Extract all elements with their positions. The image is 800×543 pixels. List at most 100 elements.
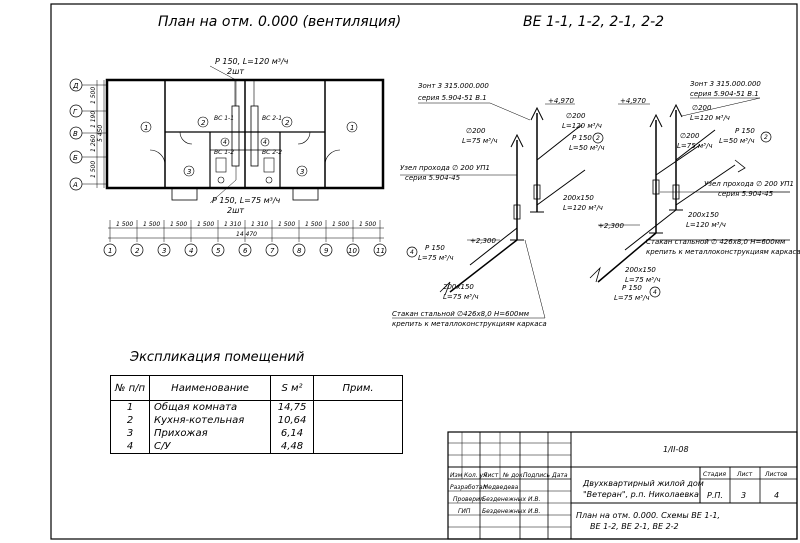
- stamp-col-header: Кол. уч: [464, 472, 487, 479]
- row-dim: 1 500: [90, 87, 97, 104]
- stamp-role: Проверил: [453, 496, 484, 503]
- duct-size-label: 200x150: [563, 194, 594, 202]
- col-dim: 1 500: [170, 221, 187, 228]
- scheme-left: [392, 102, 604, 319]
- plan-labels: Д Г В Б А 1 500 1 190 1 260 1 500 5 450 …: [72, 57, 385, 255]
- axis-col-label: 5: [216, 247, 221, 255]
- col-header: Прим.: [313, 375, 404, 401]
- table-row: 1 Общая комната 14,75: [109, 400, 404, 414]
- axis-col-label: 9: [324, 247, 329, 255]
- col-total-dim: 14 470: [236, 231, 257, 238]
- room-number: 2: [285, 119, 290, 127]
- col-dim: 1 500: [197, 221, 214, 228]
- elevation-top: +4,970: [548, 97, 574, 105]
- drawing-code: 1/II-08: [663, 445, 689, 454]
- plan-bottom-note-count: 2шт: [227, 206, 244, 215]
- explication-table: № п/п Наименование S м² Прим. 1 Общая ко…: [109, 375, 404, 454]
- sleeve-label: Стакан стальной ∅426х8,0 Н=600мм: [392, 310, 530, 318]
- col-dim: 1 500: [143, 221, 160, 228]
- table-cell: 3: [109, 427, 151, 440]
- flow-label: L=75 м³/ч: [462, 137, 497, 145]
- sheet-value: 3: [741, 491, 746, 500]
- table-cell: [313, 400, 404, 414]
- drawing-name: План на отм. 0.000. Схемы ВЕ 1-1,: [576, 511, 720, 520]
- title-block: [447, 431, 798, 540]
- sleeve-note: крепить к металлоконструкциям каркаса: [392, 320, 547, 328]
- axis-row-label: В: [73, 130, 78, 138]
- duct-label: ВС 2-2: [262, 149, 282, 156]
- scheme-right: [589, 97, 790, 298]
- flow-label: L=50 м³/ч: [569, 144, 604, 152]
- title-block-text: 1/II-08 Изм Кол. уч Лист № док. Подпись …: [450, 445, 788, 531]
- scheme-right-labels: Зонт 3 315.000.000 серия 5.904-51 В.1 +4…: [598, 80, 800, 302]
- stage-value: Р.П.: [707, 491, 723, 500]
- axis-col-label: 10: [348, 247, 357, 255]
- table-cell: 6,14: [270, 427, 315, 440]
- callout-number: 2: [764, 134, 768, 141]
- table-header-row: № п/п Наименование S м² Прим.: [109, 375, 404, 401]
- callout-number: 4: [653, 289, 657, 296]
- flow-label: L=75 м³/ч: [614, 294, 649, 302]
- flow-label: L=75 м³/ч: [443, 293, 478, 301]
- diameter-label: ∅200: [466, 127, 486, 135]
- axis-row-label: А: [72, 181, 78, 189]
- room-number: 1: [144, 124, 148, 132]
- schemes-title: ВЕ 1-1, 1-2, 2-1, 2-2: [523, 14, 665, 30]
- table-row: 4 С/У 4,48: [109, 440, 404, 454]
- room-number: 4: [263, 139, 267, 146]
- stage-label: Стадия: [703, 471, 726, 478]
- flow-label: L=120 м³/ч: [562, 122, 602, 130]
- table-cell: 10,64: [270, 414, 315, 427]
- stamp-role: Разработал: [450, 484, 487, 491]
- diameter-label: ∅200: [566, 112, 586, 120]
- stamp-name: Безденежных И.В.: [482, 496, 540, 503]
- col-header: S м²: [270, 375, 315, 401]
- floor-plan: [69, 65, 387, 257]
- table-row: 3 Прихожая 6,14: [109, 427, 404, 440]
- axis-col-label: 3: [162, 247, 166, 255]
- axis-col-label: 11: [376, 247, 385, 255]
- stamp-col-header: Подпись: [523, 472, 550, 479]
- axis-col-label: 7: [270, 247, 275, 255]
- axis-row-label: Г: [73, 108, 78, 116]
- duct-label: ВС 1-1: [214, 115, 234, 122]
- room-number: 1: [350, 124, 354, 132]
- pass-node-label: Узел прохода ∅ 200 УП1: [704, 180, 794, 188]
- duct-label: ВС 2-1: [262, 115, 282, 122]
- pass-node-series: серия 5.904-45: [718, 190, 774, 198]
- sleeve-note: крепить к металлоконструкциям каркаса: [646, 248, 800, 256]
- table-cell: 14,75: [270, 400, 315, 414]
- stamp-name: Медведева: [483, 484, 519, 491]
- project-location: "Ветеран", р.п. Николаевка: [583, 490, 699, 499]
- pass-node-label: Узел прохода ∅ 200 УП1: [400, 164, 490, 172]
- room-number: 2: [201, 119, 206, 127]
- col-dim: 1 500: [332, 221, 349, 228]
- plan-title: План на отм. 0.000 (вентиляция): [158, 14, 402, 30]
- stamp-col-header: Дата: [551, 472, 568, 479]
- table-row: 2 Кухня-котельная 10,64: [109, 414, 404, 427]
- col-dim: 1 310: [251, 221, 268, 228]
- flow-label: L=75 м³/ч: [418, 254, 453, 262]
- axis-row-label: Д: [72, 82, 79, 90]
- axis-row-label: Б: [73, 154, 78, 162]
- table-cell: [313, 414, 404, 427]
- flow-label: L=50 м³/ч: [719, 137, 754, 145]
- col-dim: 1 500: [305, 221, 322, 228]
- axis-col-label: 6: [243, 247, 248, 255]
- axis-col-label: 8: [297, 247, 302, 255]
- stamp-role: ГИП: [458, 508, 471, 515]
- row-dim: 1 190: [90, 111, 97, 128]
- flow-label: L=75 м³/ч: [677, 142, 712, 150]
- col-dim: 1 500: [359, 221, 376, 228]
- umbrella-series: серия 5.904-51 В.1: [418, 94, 487, 102]
- stamp-name: Безденежных И.В.: [482, 508, 540, 515]
- duct-size-label: 200x150: [688, 211, 719, 219]
- sheets-label: Листов: [764, 471, 788, 478]
- grille-label: Р 150: [735, 127, 755, 135]
- table-cell: 4,48: [270, 440, 315, 454]
- col-dim: 1 310: [224, 221, 241, 228]
- row-dim: 1 260: [90, 135, 97, 152]
- col-dim: 1 500: [116, 221, 133, 228]
- room-number: 3: [187, 168, 191, 176]
